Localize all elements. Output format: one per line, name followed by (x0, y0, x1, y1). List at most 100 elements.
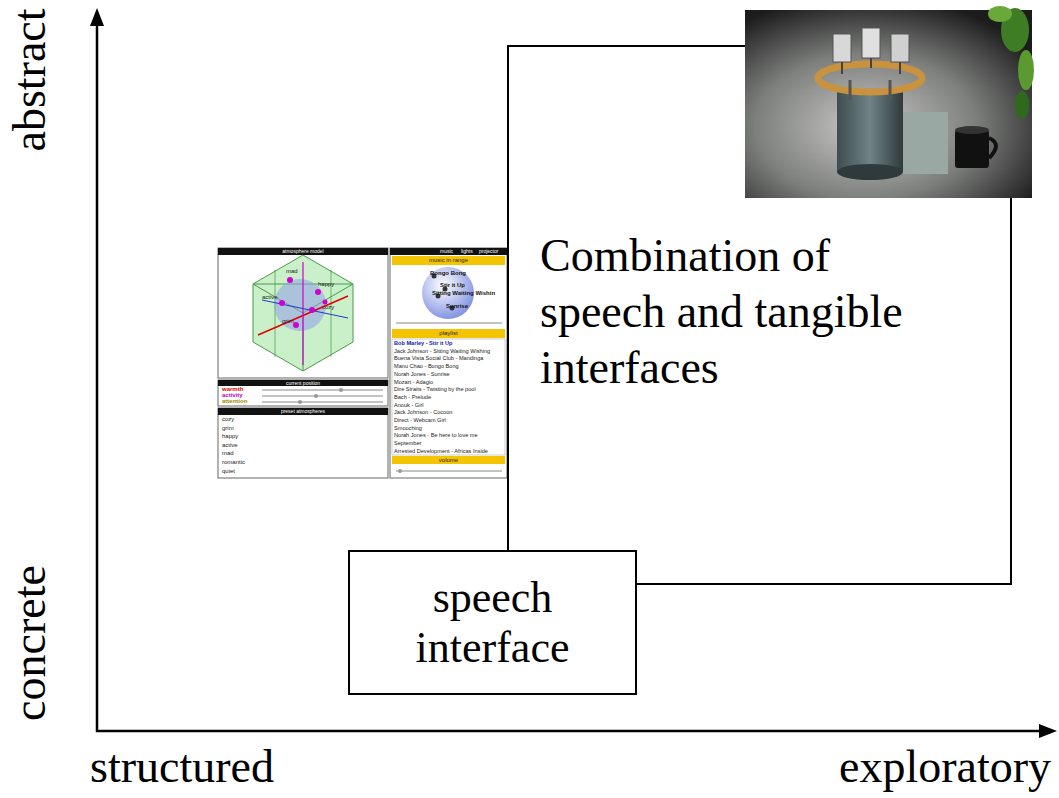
playlist-item: Jack Johnson - Sitting Waiting Wishing (394, 348, 490, 355)
shape (870, 58, 872, 68)
bar-label: music in range (392, 256, 505, 265)
tab-label: lights (461, 248, 473, 255)
slider-label: attention (222, 398, 247, 405)
song-marker: Sunrise (446, 303, 468, 310)
axis-label: exploratory (839, 744, 1051, 790)
model-word: happy (318, 281, 334, 288)
node-text: speech interface (378, 573, 608, 673)
axis-label: structured (90, 744, 274, 790)
panel-header: preset atmospheres (218, 408, 388, 415)
shape (398, 469, 402, 473)
slider-label: activity (222, 392, 243, 399)
playlist-item: Buena Vista Social Club - Mandinga (394, 355, 483, 362)
preset-item: mad (222, 450, 234, 457)
playlist-item: Mozart - Adagio (394, 379, 433, 386)
preset-item: grim (222, 425, 234, 432)
shape (833, 34, 851, 62)
shape (396, 471, 502, 472)
shape (392, 329, 505, 338)
playlist-item: September (394, 440, 421, 447)
song-marker: Stir it Up (440, 282, 465, 289)
shape (323, 300, 328, 305)
screenshot (218, 248, 507, 478)
shape (891, 34, 909, 62)
shape (96, 22, 99, 732)
bar-label: volume (392, 456, 505, 464)
axis-label: abstract (7, 8, 53, 151)
shape (309, 307, 315, 313)
preset-item: romantic (222, 459, 245, 466)
shape (862, 28, 880, 58)
slider-label: warmth (222, 386, 243, 393)
shape (392, 456, 505, 464)
shape (1018, 50, 1034, 90)
playlist-item: Smooching (394, 425, 422, 432)
shape (314, 394, 318, 398)
preset-item: quiet (222, 468, 235, 475)
playlist-item: Manu Chao - Bongo Bong (394, 363, 459, 370)
playlist-item: Dire Straits - Twisting by the pool (394, 386, 476, 393)
tab-label: projector (479, 248, 498, 255)
bar-label: playlist (392, 329, 505, 338)
preset-item: cozy (222, 416, 234, 423)
shape (96, 730, 1042, 733)
shape (745, 10, 1032, 198)
playlist-item: Bob Marley - Stir it Up (394, 340, 452, 347)
shape (218, 380, 388, 386)
shape (818, 64, 922, 92)
shape (218, 248, 388, 255)
playlist-item: Jack Johnson - Cocoon (394, 409, 452, 416)
playlist-item: Anouk - Girl (394, 402, 424, 409)
shape (955, 130, 989, 168)
model-word: cozy (322, 304, 334, 311)
shape (302, 262, 303, 365)
shape (275, 270, 276, 357)
shape (90, 8, 104, 26)
shape (218, 380, 388, 406)
tab-label: music (440, 248, 453, 255)
shape (279, 300, 285, 306)
shape (1039, 724, 1057, 738)
shape (392, 256, 505, 265)
playlist-item: Norah Jones - Be here to love me (394, 432, 478, 439)
shape (837, 92, 903, 172)
shape (390, 248, 507, 255)
panel-header: current position (218, 380, 388, 386)
axis-label: concrete (7, 565, 53, 721)
shape (849, 80, 852, 100)
outline-path (508, 46, 1011, 584)
shape (218, 408, 388, 415)
shape (287, 277, 293, 283)
region-box: Combination of speech and tangible inter… (507, 45, 1012, 585)
playlist-item: Norah Jones - Sunrise (394, 371, 450, 378)
shape (262, 396, 383, 397)
shape (396, 323, 502, 324)
preset-item: active (222, 442, 238, 449)
shape (988, 6, 1012, 22)
shape (218, 248, 388, 378)
shape (841, 62, 843, 74)
shape (889, 80, 892, 100)
song-marker: Bongo Bong (430, 270, 466, 277)
shape (298, 400, 302, 404)
shape (989, 138, 996, 158)
shape (1015, 91, 1029, 119)
shape (315, 289, 321, 295)
preset-item: happy (222, 433, 238, 440)
device-photo (745, 6, 1034, 198)
model-word: mad (286, 268, 298, 275)
shape (899, 62, 901, 74)
shape (390, 248, 507, 478)
shape (262, 390, 383, 402)
panel-header: atmosphere model (218, 248, 388, 255)
shape (253, 255, 353, 371)
axes (90, 8, 1057, 738)
shape (837, 164, 903, 180)
shape (262, 390, 383, 391)
shape (392, 339, 505, 455)
playlist-item: Bach - Prelude (394, 394, 431, 401)
shape (955, 126, 989, 134)
node-text: Combination of speech and tangible inter… (540, 228, 952, 396)
interface-box: speech interface (348, 550, 637, 695)
